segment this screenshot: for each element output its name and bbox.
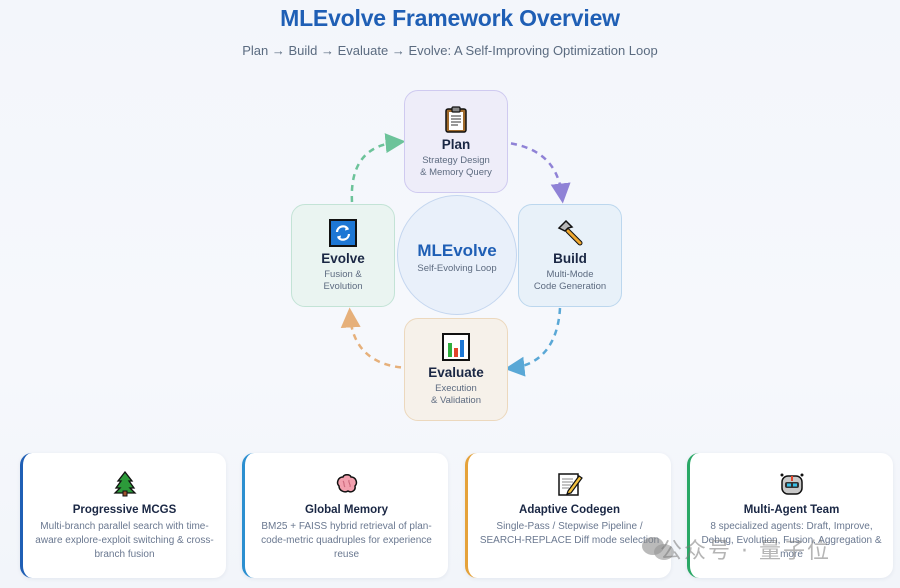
node-evaluate: Evaluate Execution & Validation — [404, 318, 508, 421]
node-evaluate-desc-1: Execution — [435, 383, 477, 394]
arrow-evaluate-to-evolve — [340, 307, 413, 370]
feature-card-agents: Multi-Agent Team 8 specialized agents: D… — [687, 453, 893, 578]
feature-card-memory: Global Memory BM25 + FAISS hybrid retrie… — [242, 453, 448, 578]
page-subtitle: Plan → Build → Evaluate → Evolve: A Self… — [242, 43, 658, 58]
memo-icon — [557, 471, 583, 497]
clipboard-icon — [442, 105, 470, 133]
robot-icon — [779, 471, 805, 497]
node-plan-desc-2: & Memory Query — [420, 167, 492, 178]
node-evolve-title: Evolve — [321, 251, 365, 266]
feature-card-mcgs: Progressive MCGS Multi-branch parallel s… — [20, 453, 226, 578]
node-evaluate-desc-2: & Validation — [431, 395, 481, 406]
feature-card-codegen: Adaptive Codegen Single-Pass / Stepwise … — [465, 453, 671, 578]
feature-card-title: Multi-Agent Team — [743, 504, 840, 516]
node-evaluate-title: Evaluate — [428, 365, 484, 380]
feature-card-text: BM25 + FAISS hybrid retrieval of plan-co… — [261, 521, 432, 560]
node-build: Build Multi-Mode Code Generation — [518, 204, 622, 307]
node-plan-title: Plan — [441, 137, 471, 152]
tree-icon — [112, 470, 138, 497]
arrow-evolve-to-plan — [350, 133, 406, 203]
feature-card-text: 8 specialized agents: Draft, Improve, De… — [701, 521, 882, 560]
watermark: 公众号 · 量子位 — [660, 539, 831, 564]
arrow-build-to-evaluate — [504, 307, 562, 377]
node-evolve-desc-1: Fusion & — [324, 269, 362, 280]
feature-card-title: Global Memory — [304, 504, 389, 516]
node-plan: Plan Strategy Design & Memory Query — [404, 90, 508, 193]
page-title: MLEvolve Framework Overview — [280, 5, 620, 31]
node-evolve-desc-2: Evolution — [323, 281, 363, 292]
hammer-icon — [556, 219, 584, 247]
center-subtitle: Self-Evolving Loop — [417, 263, 497, 274]
center-hub: MLEvolve Self-Evolving Loop — [397, 195, 517, 315]
brain-icon — [334, 471, 360, 497]
feature-card-text: Multi-branch parallel search with time-a… — [35, 521, 214, 560]
arrow-plan-to-build — [499, 140, 571, 204]
node-build-desc-2: Code Generation — [533, 281, 607, 292]
bar-chart-icon — [442, 333, 470, 361]
feature-card-text: Single-Pass / Stepwise Pipeline / SEARCH… — [479, 521, 660, 546]
node-build-desc-1: Multi-Mode — [546, 269, 594, 280]
refresh-icon — [329, 219, 357, 247]
feature-card-title: Progressive MCGS — [72, 504, 177, 516]
node-plan-desc-1: Strategy Design — [422, 155, 490, 166]
node-build-title: Build — [553, 251, 587, 266]
center-title: MLEvolve — [417, 241, 497, 260]
wechat-icon — [642, 537, 674, 560]
feature-card-title: Adaptive Codegen — [519, 504, 620, 516]
node-evolve: Evolve Fusion & Evolution — [291, 204, 395, 307]
